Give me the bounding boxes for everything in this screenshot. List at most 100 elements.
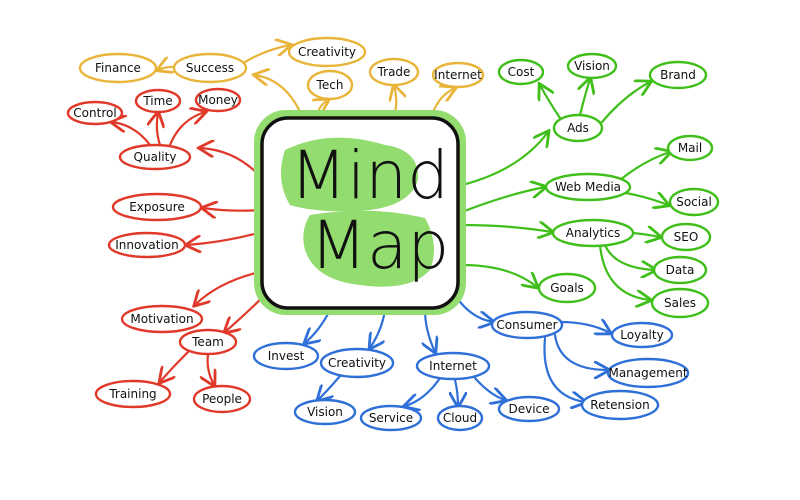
blue-branch-connector [370, 308, 387, 348]
node-bubble [610, 321, 674, 349]
node-bubble [415, 351, 491, 381]
node-label: Vision [574, 59, 610, 73]
node-mail[interactable]: Mail [666, 134, 714, 162]
node-time[interactable]: Time [134, 88, 182, 114]
node-label: Retension [590, 398, 649, 412]
node-control[interactable]: Control [66, 100, 124, 126]
node-innovation[interactable]: Innovation [107, 231, 187, 259]
node-cost[interactable]: Cost [497, 58, 545, 86]
node-label: Vision [307, 405, 343, 419]
node-team[interactable]: Team [178, 328, 238, 356]
node-label: Innovation [115, 238, 179, 252]
node-ads[interactable]: Ads [552, 113, 604, 143]
node-label: Brand [660, 68, 696, 82]
green-branch-connector [598, 243, 650, 300]
title-highlight-1 [281, 137, 419, 212]
node-label: SEO [674, 230, 699, 244]
red-branch-connector [208, 353, 214, 385]
node-sales[interactable]: Sales [650, 287, 710, 319]
node-label: Success [186, 61, 234, 75]
blue-branch-connector [558, 322, 610, 333]
node-bubble [359, 404, 423, 432]
blue-branch-connector [473, 376, 505, 400]
node-bubble [134, 88, 182, 114]
node-bubble [666, 134, 714, 162]
node-seo[interactable]: SEO [660, 222, 712, 252]
red-branch-connector [187, 230, 264, 245]
node-internet[interactable]: Internet [431, 61, 485, 89]
node-consumer[interactable]: Consumer [490, 310, 564, 340]
green-branch-connector [540, 85, 562, 120]
node-service[interactable]: Service [359, 404, 423, 432]
node-bubble [107, 231, 187, 259]
node-bubble [490, 310, 564, 340]
node-label: Time [142, 94, 172, 108]
yellow-branch-connector [243, 45, 290, 64]
node-analytics[interactable]: Analytics [551, 218, 635, 248]
node-brand[interactable]: Brand [648, 60, 708, 90]
node-training[interactable]: Training [94, 379, 172, 409]
node-label: Mail [678, 141, 702, 155]
node-label: Trade [377, 65, 411, 79]
yellow-branch-connector [394, 86, 396, 114]
node-people[interactable]: People [192, 384, 252, 414]
node-internet[interactable]: Internet [415, 351, 491, 381]
node-motivation[interactable]: Motivation [120, 304, 204, 334]
node-bubble [652, 255, 708, 285]
green-branch-connector [580, 79, 590, 117]
node-label: Device [508, 402, 549, 416]
node-label: Social [676, 195, 712, 209]
node-label: Management [608, 366, 687, 380]
node-invest[interactable]: Invest [252, 341, 320, 371]
node-label: Money [198, 93, 238, 107]
node-management[interactable]: Management [606, 357, 690, 389]
node-label: Loyalty [620, 328, 663, 342]
node-web-media[interactable]: Web Media [544, 172, 632, 202]
node-bubble [552, 113, 604, 143]
node-bubble [368, 57, 420, 87]
node-bubble [668, 187, 720, 217]
node-label: Analytics [566, 226, 621, 240]
node-creativity[interactable]: Creativity [319, 347, 395, 379]
node-device[interactable]: Device [497, 395, 561, 423]
node-money[interactable]: Money [194, 87, 242, 113]
node-label: Quality [134, 150, 177, 164]
node-data[interactable]: Data [652, 255, 708, 285]
node-bubble [497, 395, 561, 423]
node-finance[interactable]: Finance [78, 52, 158, 84]
node-vision[interactable]: Vision [566, 52, 618, 80]
node-bubble [118, 143, 192, 171]
node-bubble [551, 218, 635, 248]
node-tech[interactable]: Tech [306, 69, 354, 101]
node-bubble [431, 61, 485, 89]
node-label: Internet [429, 359, 477, 373]
node-goals[interactable]: Goals [537, 272, 597, 304]
node-label: People [202, 392, 242, 406]
node-creativity[interactable]: Creativity [287, 36, 367, 68]
node-label: Cost [508, 65, 535, 79]
blue-branch-connector [543, 336, 586, 402]
node-bubble [436, 404, 484, 432]
node-trade[interactable]: Trade [368, 57, 420, 87]
node-label: Training [108, 387, 156, 401]
node-label: Control [73, 106, 116, 120]
node-exposure[interactable]: Exposure [111, 192, 203, 222]
green-branch-connector [630, 233, 660, 237]
red-branch-connector [112, 122, 152, 147]
node-loyalty[interactable]: Loyalty [610, 321, 674, 349]
node-label: Sales [664, 296, 696, 310]
node-cloud[interactable]: Cloud [436, 404, 484, 432]
node-label: Consumer [496, 318, 557, 332]
green-branch-connector [460, 225, 552, 232]
central-topic[interactable]: Mind Map [254, 110, 466, 315]
node-vision[interactable]: Vision [293, 398, 357, 426]
node-retension[interactable]: Retension [580, 389, 660, 421]
node-bubble [252, 341, 320, 371]
node-success[interactable]: Success [172, 52, 248, 84]
node-quality[interactable]: Quality [118, 143, 192, 171]
node-label: Exposure [129, 200, 185, 214]
node-bubble [287, 36, 367, 68]
node-social[interactable]: Social [668, 187, 720, 217]
node-bubble [566, 52, 618, 80]
